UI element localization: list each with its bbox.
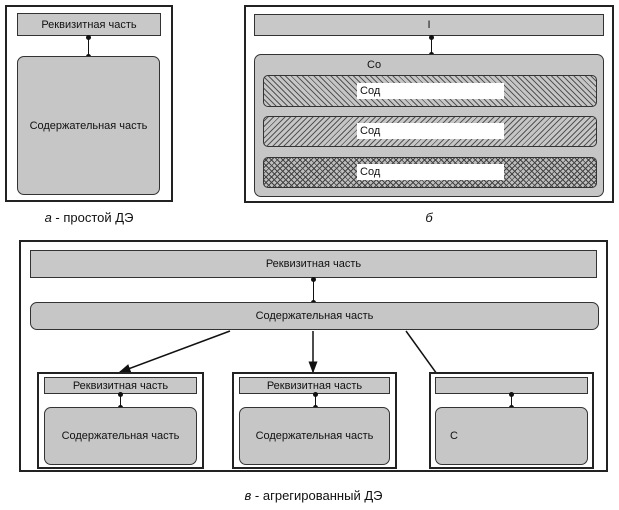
panel-b-band-2: Сод <box>263 116 597 147</box>
arrow-to-child-1 <box>118 330 231 373</box>
panel-a-caption-text: - простой ДЭ <box>51 210 134 225</box>
panel-c-child-3-connector <box>511 394 512 407</box>
panel-c-child-3-dot-top <box>508 391 514 397</box>
panel-a-connector <box>88 37 89 56</box>
panel-b-caption-letter: б <box>425 210 433 225</box>
panel-c-child-2-dot-top <box>312 391 318 397</box>
panel-b-band-3-label: Сод <box>357 164 504 180</box>
panel-a-caption: а - простой ДЭ <box>5 210 173 225</box>
panel-b-band-1-label: Сод <box>357 83 504 99</box>
panel-c-child-1-connector <box>120 394 121 407</box>
panel-b-band-3: Сод <box>263 157 597 188</box>
panel-c-connector-dot-top <box>310 276 316 282</box>
panel-c-child-1-content: Содержательная часть <box>44 407 197 465</box>
panel-c-child-1-dot-top <box>117 391 123 397</box>
panel-a-caption-letter: а <box>44 210 52 225</box>
panel-c-child-2-requisite: Реквизитная часть <box>239 377 390 394</box>
panel-b-content-label: Со <box>367 59 382 71</box>
panel-c-caption-text: - агрегированный ДЭ <box>251 488 383 503</box>
panel-c-caption-letter: в <box>244 488 252 503</box>
panel-c-caption: в - агрегированный ДЭ <box>19 488 608 503</box>
panel-a-content-part: Содержательная часть <box>17 56 160 195</box>
panel-c-child-3-content-label: С <box>450 430 458 442</box>
panel-c-content-part: Содержательная часть <box>30 302 599 330</box>
panel-b-caption: б <box>244 210 614 225</box>
panel-b-connector <box>431 37 432 54</box>
panel-c-connector <box>313 279 314 302</box>
panel-c-child-2-content: Содержательная часть <box>239 407 390 465</box>
panel-b-connector-dot-top <box>428 34 434 40</box>
panel-a-requisite-part: Реквизитная часть <box>17 13 161 36</box>
panel-b-band-2-label: Сод <box>357 123 504 139</box>
panel-c-child-2-connector <box>315 394 316 407</box>
panel-c-child-3-content: С <box>435 407 588 465</box>
panel-a-connector-dot-top <box>85 34 91 40</box>
panel-b-band-1: Сод <box>263 75 597 107</box>
